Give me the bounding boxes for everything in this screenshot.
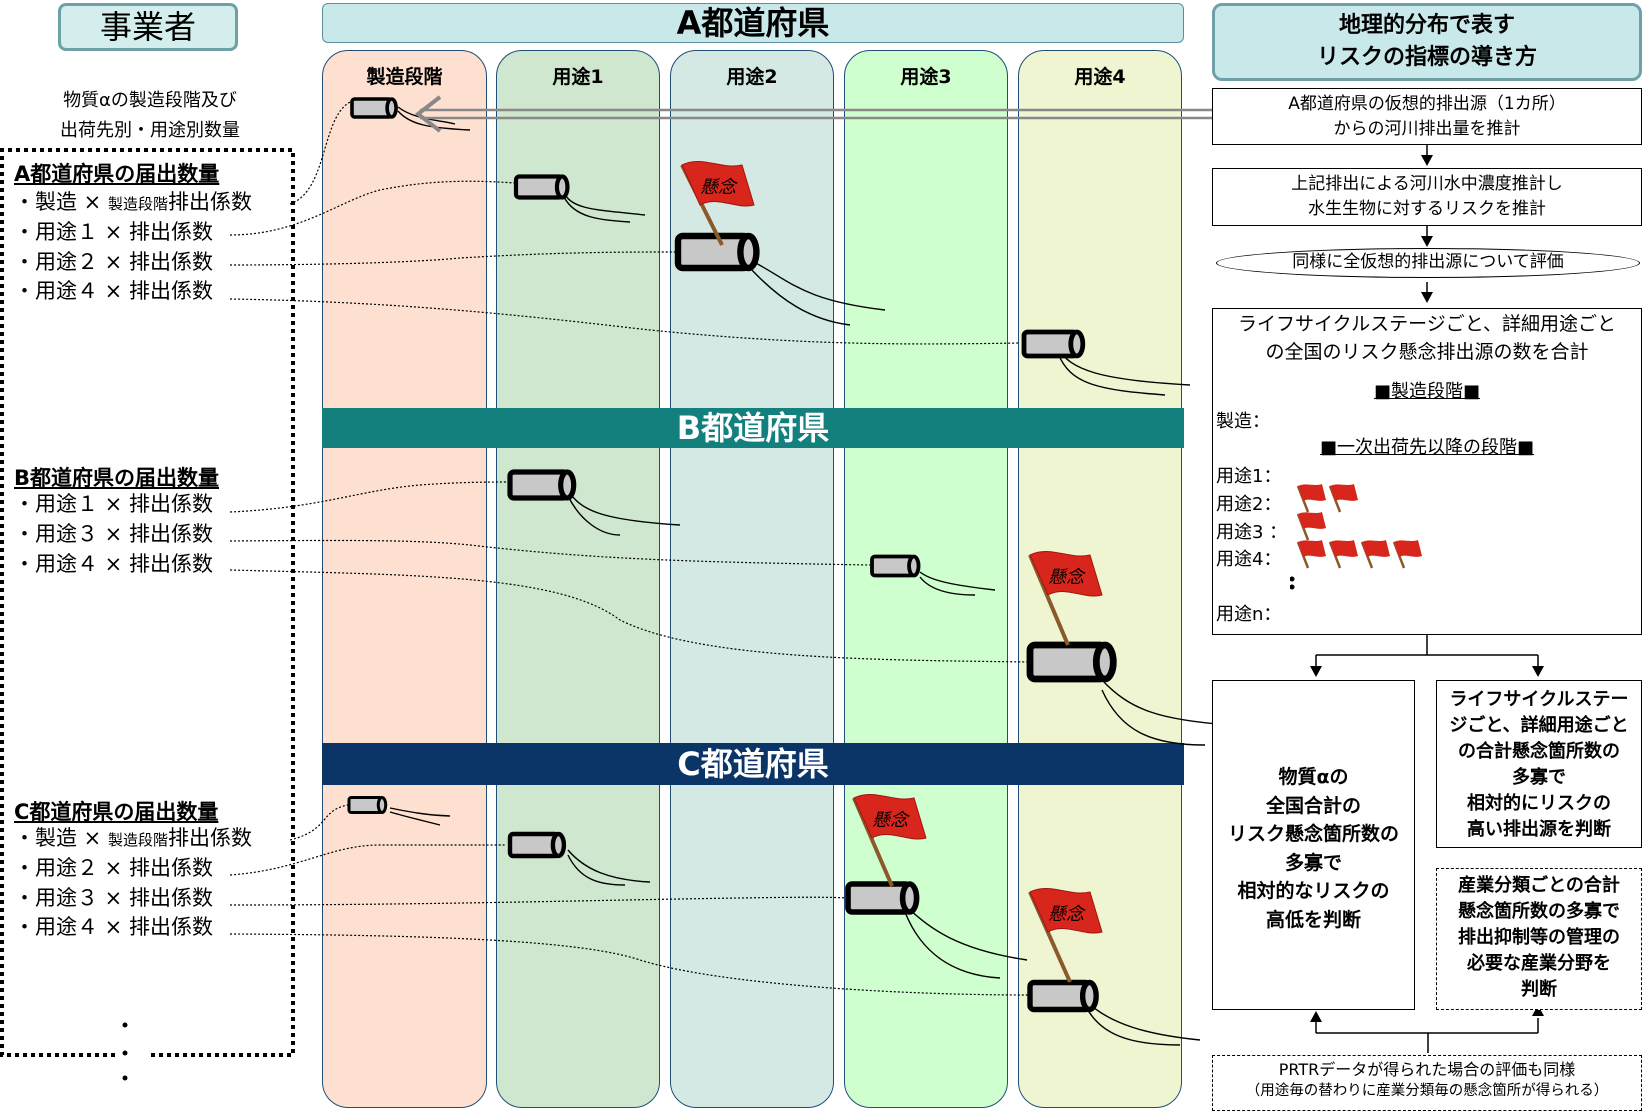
- b-item-use1: ・用途１ × 排出係数: [14, 492, 213, 516]
- result-main-line: 高低を判断: [1265, 908, 1361, 931]
- flag-label: 懸念: [700, 177, 736, 198]
- use-row-n: 用途n：: [1216, 604, 1282, 625]
- concern-flag: [852, 794, 927, 887]
- c-item-manufacturing: ・製造 × 製造段階排出係数: [14, 826, 252, 850]
- c-item-use2: ・用途２ × 排出係数: [14, 856, 213, 880]
- step-evaluate-all: 同様に全仮想的排出源について評価: [1216, 248, 1640, 278]
- lane-header-use2: 用途2: [726, 66, 778, 88]
- concern-flag: [1028, 551, 1103, 646]
- leader-c-mfg: [289, 804, 349, 841]
- lane-header-use4: 用途4: [1074, 66, 1126, 88]
- use-row-1: 用途1：: [1216, 466, 1282, 487]
- prtr-note: PRTRデータが得られた場合の評価も同様 （用途毎の替わりに産業分類毎の懸念箇所…: [1212, 1055, 1642, 1111]
- quantity-caption-2: 出荷先別・用途別数量: [60, 120, 240, 141]
- mfg-label: 製造：: [1216, 411, 1270, 432]
- leader-a-use2: [229, 251, 681, 266]
- mfg-stage-heading: ■製造段階■: [1373, 381, 1480, 402]
- reporter-list-outline: [0, 148, 295, 1081]
- leader-b-use3: [229, 539, 871, 566]
- result-by-industry: 産業分類ごとの合計 懸念箇所数の多寡で 排出抑制等の管理の 必要な産業分野を 判…: [1436, 868, 1642, 1010]
- step2-line1: 上記排出による河川水中濃度推計し: [1291, 174, 1563, 194]
- lane-header-use1: 用途1: [552, 66, 604, 88]
- result-side-line: ジごと、詳細用途ごと: [1449, 715, 1629, 737]
- a-reporting-heading: A都道府県の届出数量: [14, 162, 220, 186]
- result-side-line: 高い排出源を判断: [1467, 819, 1611, 841]
- result-main-line: リスク懸念箇所数の: [1227, 823, 1399, 845]
- result-industry-line: 判断: [1521, 979, 1557, 1001]
- result-side-line: 多寡で: [1512, 767, 1566, 789]
- c-item-use3: ・用途３ × 排出係数: [14, 886, 213, 910]
- prtr-line2: （用途毎の替わりに産業分類毎の懸念箇所が得られる）: [1245, 1083, 1609, 1100]
- method-title-line2: リスクの指標の導き方: [1316, 44, 1537, 70]
- lane-header-manufacturing: 製造段階: [366, 66, 443, 88]
- leader-b-use1: [229, 481, 511, 513]
- lane-use3: [844, 50, 1008, 1108]
- b-reporting-heading: B都道府県の届出数量: [14, 466, 220, 490]
- result-main-line: 全国合計の: [1265, 794, 1361, 817]
- c-reporting-heading: C都道府県の届出数量: [14, 800, 219, 824]
- b-item-use3: ・用途３ × 排出係数: [14, 522, 213, 546]
- use-row-3: 用途3 ：: [1216, 522, 1288, 543]
- result-by-stage: ライフサイクルステー ジごと、詳細用途ごと の合計懸念箇所数の 多寡で 相対的に…: [1436, 680, 1642, 848]
- mini-flags: [1290, 482, 1424, 590]
- result-national-total: 物質αの 全国合計の リスク懸念箇所数の 多寡で 相対的なリスクの 高低を判断: [1212, 680, 1415, 1010]
- step-estimate-discharge: A都道府県の仮想的排出源（1カ所） からの河川排出量を推計: [1212, 88, 1642, 145]
- result-industry-line: 懸念箇所数の多寡で: [1458, 901, 1620, 923]
- shipment-stage-heading: ■一次出荷先以降の段階■: [1319, 437, 1534, 458]
- b-item-use4: ・用途４ × 排出係数: [14, 552, 213, 576]
- result-side-line: ライフサイクルステー: [1449, 689, 1629, 710]
- a-item-use2: ・用途２ × 排出係数: [14, 250, 213, 274]
- step-sum-by-stage: ライフサイクルステージごと、詳細用途ごと の全国のリスク懸念排出源の数を合計: [1212, 308, 1642, 635]
- leader-c-use3: [229, 896, 849, 906]
- step4-line2: の全国のリスク懸念排出源の数を合計: [1265, 340, 1589, 363]
- a-item-use4: ・用途４ × 排出係数: [14, 279, 213, 303]
- step1-line1: A都道府県の仮想的排出源（1カ所）: [1288, 94, 1566, 114]
- use-row-2: 用途2：: [1216, 494, 1282, 515]
- result-industry-line: 産業分類ごとの合計: [1458, 875, 1620, 896]
- actor-label: 事業者: [58, 3, 238, 51]
- result-main-line: 相対的なリスクの: [1237, 880, 1390, 902]
- leader-a-use4: [229, 298, 1021, 345]
- leader-c-use2: [229, 844, 505, 876]
- prefecture-b-bar: B都道府県: [322, 408, 1184, 448]
- leader-c-use4: [229, 933, 1031, 996]
- concern-flag: [680, 161, 755, 246]
- result-main-line: 多寡で: [1284, 851, 1342, 874]
- result-side-line: の合計懸念箇所数の: [1458, 741, 1620, 763]
- step1-line2: からの河川排出量を推計: [1333, 118, 1521, 139]
- prtr-line1: PRTRデータが得られた場合の評価も同様: [1278, 1060, 1576, 1079]
- flag-label: 懸念: [1048, 904, 1084, 925]
- method-title: 地理的分布で表す リスクの指標の導き方: [1212, 3, 1642, 81]
- step2-line2: 水生生物に対するリスクを推計: [1308, 198, 1546, 219]
- concern-flag: [1028, 888, 1103, 983]
- use-row-4: 用途4：: [1216, 549, 1282, 570]
- result-side-line: 相対的にリスクの: [1467, 793, 1611, 815]
- lane-use2: [670, 50, 834, 1108]
- a-item-use1: ・用途１ × 排出係数: [14, 220, 213, 244]
- lane-header-use3: 用途3: [900, 66, 952, 88]
- result-industry-line: 必要な産業分野を: [1467, 953, 1611, 975]
- prefecture-a-header: A都道府県: [322, 3, 1184, 43]
- flag-label: 懸念: [1048, 567, 1084, 588]
- step-estimate-risk: 上記排出による河川水中濃度推計し 水生生物に対するリスクを推計: [1212, 168, 1642, 226]
- leader-a-use1: [229, 180, 516, 236]
- method-title-line1: 地理的分布で表す: [1338, 13, 1515, 38]
- leader-b-use4: [229, 569, 1031, 663]
- leader-a-mfg: [289, 99, 356, 205]
- result-industry-line: 排出抑制等の管理の: [1458, 927, 1620, 949]
- double-arrow: [414, 95, 1215, 133]
- step4-line1: ライフサイクルステージごと、詳細用途ごと: [1238, 313, 1616, 335]
- c-item-use4: ・用途４ × 排出係数: [14, 915, 213, 939]
- a-item-manufacturing: ・製造 × 製造段階排出係数: [14, 190, 252, 214]
- quantity-caption-1: 物質αの製造段階及び: [63, 90, 237, 111]
- prefecture-c-bar: C都道府県: [322, 743, 1184, 785]
- flag-label: 懸念: [872, 810, 908, 831]
- result-main-line: 物質αの: [1278, 766, 1349, 788]
- lane-use1: [496, 50, 660, 1108]
